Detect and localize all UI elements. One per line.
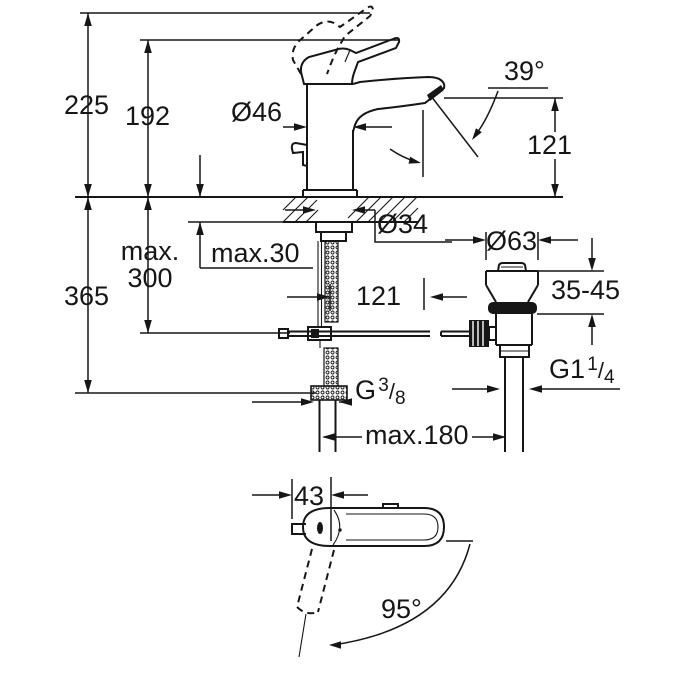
fraction-slash: /	[597, 358, 604, 383]
dim-max-rod-depth-line2: 300	[127, 263, 173, 293]
dim-outlet-offset: 121	[356, 281, 402, 311]
dim-outlet-height: 121	[524, 132, 576, 159]
handle-top-view	[252, 477, 473, 658]
waste-flange-seal	[488, 302, 537, 314]
dim-waste-thread: G1 1/4	[549, 351, 615, 391]
supply-thread-prefix: G	[355, 375, 377, 405]
g38-nut	[310, 385, 348, 401]
dimension-lines-drain	[445, 232, 620, 393]
dim-supply-thread: G 3/8	[355, 372, 406, 412]
dimension-lines-front	[75, 12, 563, 441]
dim-overall-height: 225	[64, 90, 110, 120]
dim-under-deck-height: 365	[64, 281, 110, 311]
dim-max-spread: max.180	[362, 422, 472, 449]
lever-raised	[291, 5, 375, 75]
dim-spout-angle: 39°	[504, 56, 545, 86]
waste-knob	[469, 320, 489, 347]
dim-max-rod-depth: max. 300	[110, 238, 190, 292]
dim-handle-swivel-angle: 95°	[381, 594, 422, 624]
supply-thread-denominator: 8	[394, 388, 406, 409]
dim-max-deck-thickness: max.30	[211, 238, 300, 268]
supply-thread-numerator: 3	[378, 375, 389, 396]
dim-max-rod-depth-line1: max.	[120, 236, 180, 266]
dim-spout-height: 192	[125, 101, 171, 131]
deck-hatching	[282, 196, 419, 223]
lever-lowered	[299, 37, 401, 85]
deck-section	[75, 196, 563, 223]
faucet-front-view	[290, 5, 446, 197]
aerator-slot	[427, 85, 444, 101]
spout-tip-top-view	[291, 523, 306, 535]
drain-assembly	[469, 262, 539, 452]
shank-and-hoses	[278, 221, 469, 452]
dim-handle-width: 43	[294, 481, 325, 511]
dim-waste-top-diameter: Ø63	[486, 226, 538, 256]
dim-body-diameter: Ø46	[231, 97, 283, 127]
waste-thread-denominator: 4	[604, 367, 615, 388]
fraction-slash: /	[388, 379, 395, 404]
waste-thread-numerator: 1	[587, 354, 598, 375]
dim-hole-diameter: Ø34	[377, 209, 429, 239]
waste-thread-prefix: G1	[549, 354, 586, 384]
pull-rod-knob	[290, 141, 308, 167]
dim-clamping-range: 35-45	[551, 275, 621, 305]
